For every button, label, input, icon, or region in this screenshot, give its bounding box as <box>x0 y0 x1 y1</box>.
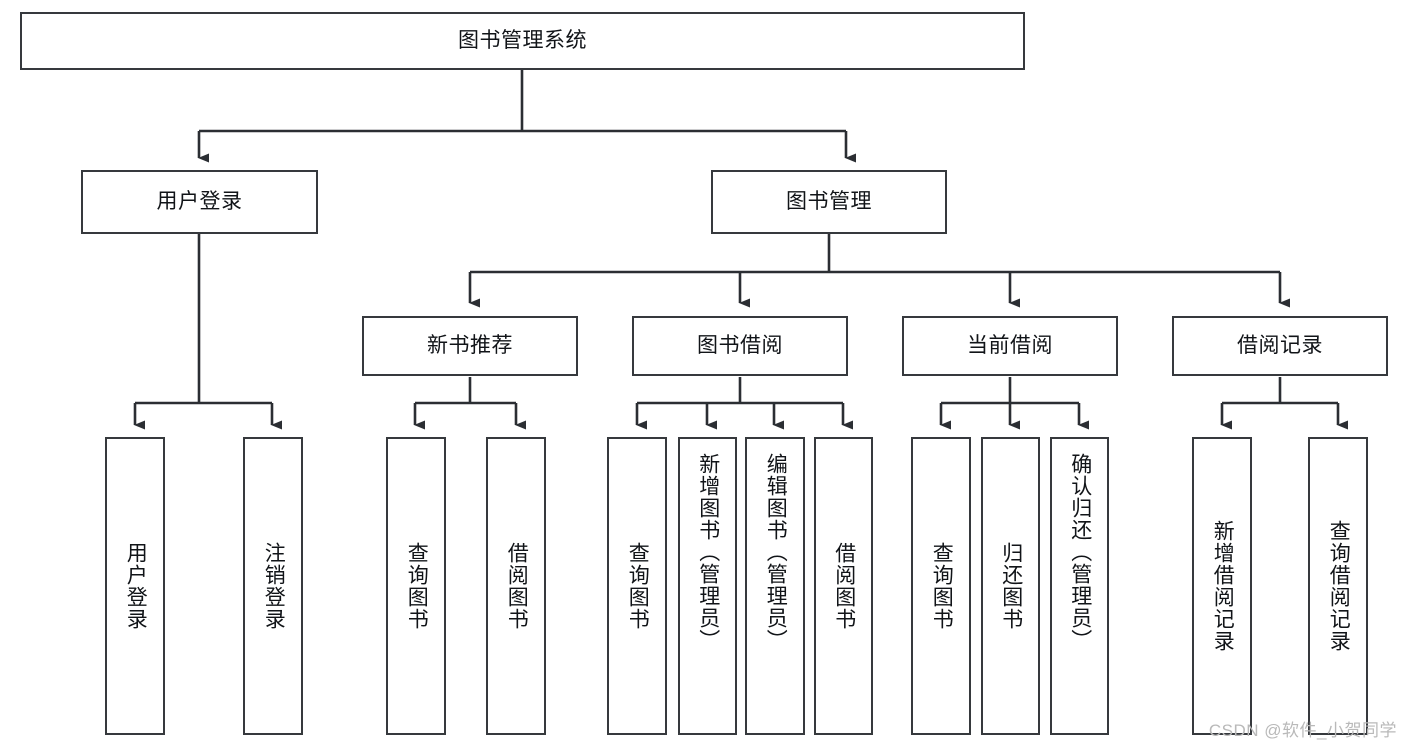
node-label: 新书推荐 <box>427 334 513 358</box>
leaf-book-borrow-add-book-admin[interactable]: 新增图书（管理员） <box>678 437 737 735</box>
node-label: 查询图书 <box>930 542 954 630</box>
node-label: 查询借阅记录 <box>1327 520 1351 652</box>
node-label: 图书借阅 <box>697 334 783 358</box>
node-label: 借阅记录 <box>1237 334 1323 358</box>
csdn-watermark: CSDN @软件_小贺同学 <box>1208 721 1397 740</box>
node-user-login[interactable]: 用户登录 <box>81 170 318 234</box>
node-label: 注销登录 <box>262 542 286 630</box>
leaf-current-borrow-query-book[interactable]: 查询图书 <box>911 437 971 735</box>
leaf-user-login-do-login[interactable]: 用户登录 <box>105 437 165 735</box>
node-current-borrow[interactable]: 当前借阅 <box>902 316 1118 376</box>
leaf-new-book-borrow-book[interactable]: 借阅图书 <box>486 437 546 735</box>
node-label: 查询图书 <box>626 542 650 630</box>
leaf-borrow-record-add-record[interactable]: 新增借阅记录 <box>1192 437 1252 735</box>
leaf-book-borrow-query-book[interactable]: 查询图书 <box>607 437 667 735</box>
node-book-borrow[interactable]: 图书借阅 <box>632 316 848 376</box>
node-label: 确认归还（管理员） <box>1068 453 1092 651</box>
node-label: 编辑图书（管理员） <box>764 453 788 651</box>
node-borrow-record[interactable]: 借阅记录 <box>1172 316 1388 376</box>
leaf-user-login-logout[interactable]: 注销登录 <box>243 437 303 735</box>
node-label: 新增借阅记录 <box>1211 520 1235 652</box>
node-label: 用户登录 <box>124 542 148 630</box>
node-label: 当前借阅 <box>967 334 1053 358</box>
leaf-book-borrow-edit-book-admin[interactable]: 编辑图书（管理员） <box>745 437 805 735</box>
node-book-management[interactable]: 图书管理 <box>711 170 947 234</box>
node-label: 借阅图书 <box>832 542 856 630</box>
leaf-new-book-query-book[interactable]: 查询图书 <box>386 437 446 735</box>
node-label: 用户登录 <box>156 190 243 214</box>
node-label: 借阅图书 <box>505 542 529 630</box>
leaf-borrow-record-query-record[interactable]: 查询借阅记录 <box>1308 437 1368 735</box>
leaf-book-borrow-borrow-book[interactable]: 借阅图书 <box>814 437 873 735</box>
leaf-current-borrow-return-book[interactable]: 归还图书 <box>981 437 1040 735</box>
node-root-book-management-system[interactable]: 图书管理系统 <box>20 12 1025 70</box>
leaf-current-borrow-confirm-return-admin[interactable]: 确认归还（管理员） <box>1050 437 1109 735</box>
node-label: 图书管理 <box>786 190 872 214</box>
node-label: 图书管理系统 <box>458 29 587 53</box>
node-label: 新增图书（管理员） <box>696 453 720 651</box>
node-label: 归还图书 <box>999 542 1023 630</box>
node-new-book-recommend[interactable]: 新书推荐 <box>362 316 578 376</box>
node-label: 查询图书 <box>405 542 429 630</box>
